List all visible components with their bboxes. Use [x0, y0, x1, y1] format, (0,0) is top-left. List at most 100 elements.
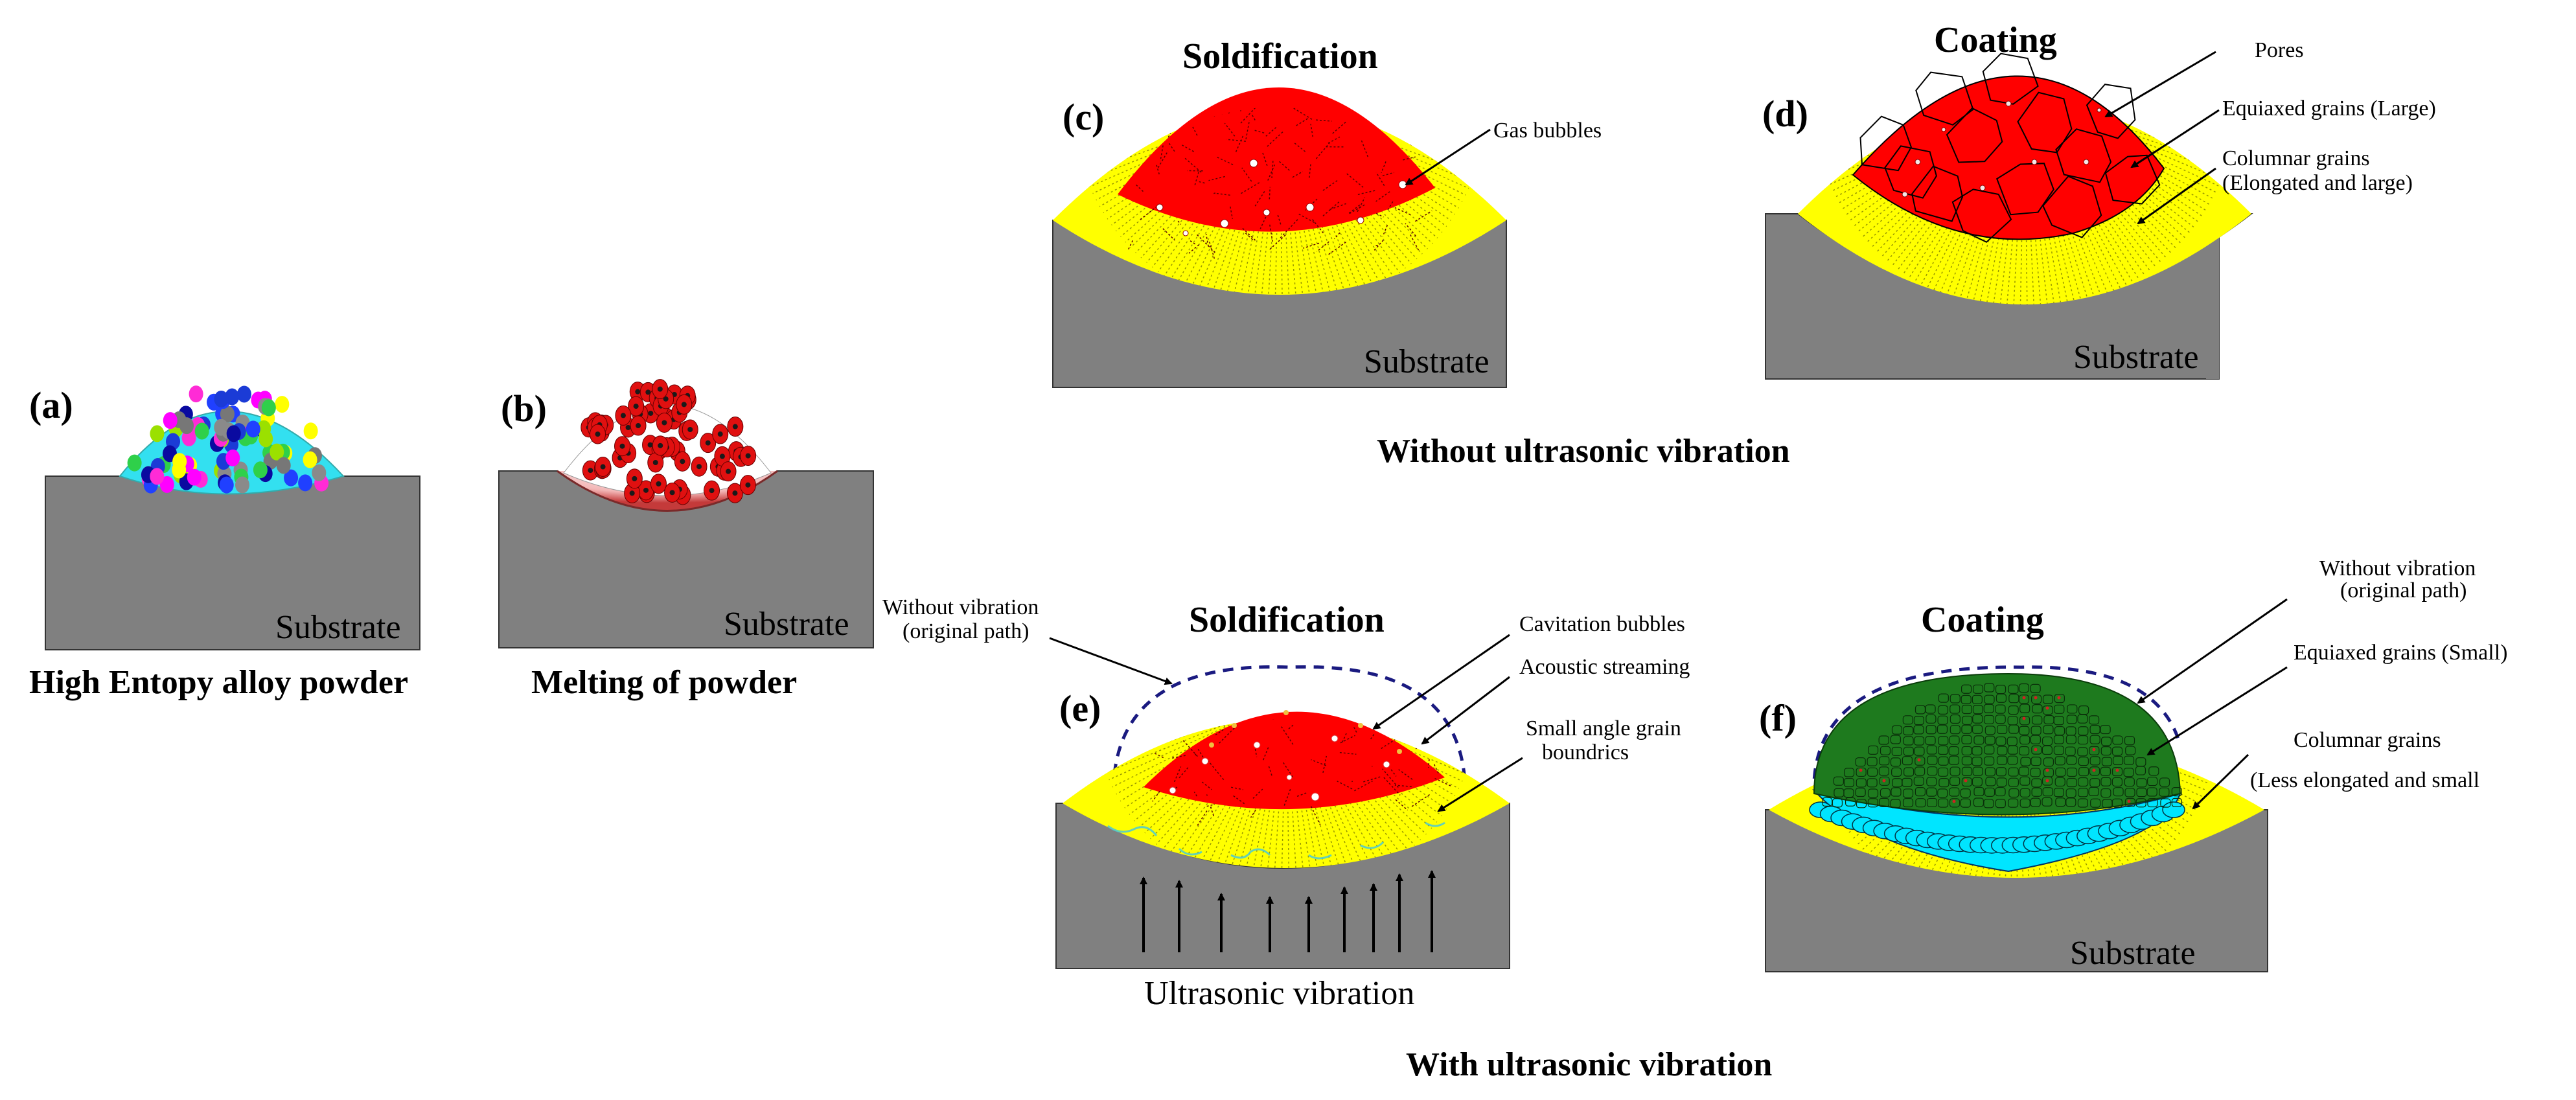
small-grain-cell	[2146, 787, 2157, 797]
small-grain-cell	[1867, 788, 1879, 798]
small-grain-cell	[2100, 746, 2111, 756]
small-grain-cell	[2077, 735, 2089, 745]
small-grain-cell	[1972, 766, 1983, 776]
small-grain-cell	[2053, 735, 2065, 744]
small-grain-cell	[1949, 798, 1961, 808]
large-grain-cell	[2042, 176, 2102, 238]
powder-particle	[189, 385, 203, 403]
small-grain-cell	[1983, 704, 1994, 713]
melt-particle-core	[719, 453, 725, 459]
small-grain-cell	[2065, 788, 2076, 798]
small-grain-cell	[1961, 694, 1972, 704]
powder-particle	[284, 469, 299, 487]
small-grain-cell	[2088, 786, 2099, 796]
substrate-right-d	[2206, 214, 2219, 379]
small-grain-cell	[2078, 788, 2089, 797]
small-grain-cell	[1926, 745, 1937, 755]
small-grain-cell	[2032, 704, 2043, 714]
small-grain-cell	[2078, 726, 2089, 736]
small-grain-cell	[1867, 767, 1878, 777]
small-grain-cell	[1913, 716, 1924, 726]
small-grain-cell	[1914, 746, 1925, 756]
panel-d-title: Coating	[1934, 20, 2057, 60]
small-grain-cell	[1962, 715, 1973, 726]
small-grain-cell	[1925, 704, 1936, 714]
small-grain-cell	[2043, 725, 2054, 735]
small-grain-cell	[1961, 766, 1973, 776]
small-grain-cell	[1938, 745, 1949, 755]
small-grain-cell	[1973, 735, 1984, 745]
small-grain-cell	[2123, 755, 2135, 765]
residual-melt-dot	[2057, 696, 2061, 700]
small-grain-cell	[1938, 778, 1949, 788]
residual-melt-dot	[2127, 799, 2131, 803]
small-grain-cell	[2171, 786, 2182, 797]
melt-core-c	[1118, 87, 1435, 232]
melt-particle-core	[652, 459, 658, 465]
small-grain-cell	[2077, 798, 2088, 808]
melt-particle-core	[732, 424, 738, 430]
small-grain-cell	[2030, 735, 2041, 744]
small-grain-cell	[1948, 746, 1959, 756]
small-grain-cell	[1902, 788, 1914, 798]
small-grain-cell	[1972, 777, 1983, 786]
small-grain-cell	[2100, 777, 2111, 786]
small-grain-cell	[1890, 757, 1902, 767]
powder-particle	[270, 443, 284, 461]
small-grain-cell	[1926, 777, 1937, 786]
small-grain-cell	[1938, 736, 1949, 746]
small-grain-cell	[2147, 797, 2158, 808]
original-path-f	[1812, 665, 2182, 797]
small-grain-cell	[1995, 704, 2006, 714]
small-grain-cell	[1983, 715, 1995, 724]
small-grain-cell	[2112, 735, 2123, 745]
small-grain-cell	[1995, 786, 2006, 797]
small-grain-cell	[1949, 776, 1961, 786]
small-grain-cell	[1996, 755, 2008, 765]
small-grain-cell	[2078, 777, 2089, 787]
small-grain-cell	[1995, 799, 2006, 808]
small-grain-cell	[2125, 746, 2136, 755]
small-grain-cell	[2124, 777, 2135, 787]
melt-particle-core	[588, 468, 593, 474]
small-grain-cell	[1902, 715, 1913, 725]
equiaxed-small-annotation: Equiaxed grains (Small)	[2294, 641, 2507, 665]
small-grain-cell	[1961, 777, 1973, 787]
large-grain-cell	[1951, 189, 2012, 243]
small-grain-cell	[2019, 726, 2030, 735]
melt-particle-core	[629, 490, 635, 496]
powder-particle	[312, 464, 327, 481]
powder-particle	[261, 399, 276, 417]
small-grain-cell	[2053, 746, 2064, 755]
cavitation-bubbles	[1169, 735, 1390, 801]
small-grain-cell	[1856, 767, 1867, 777]
small-grain-cell	[2041, 797, 2053, 807]
residual-melt-dot	[2092, 768, 2096, 772]
small-grain-cell	[1903, 726, 1914, 736]
equiaxed-annotation: Equiaxed grains (Large)	[2222, 97, 2436, 120]
large-grain-cell	[2104, 154, 2161, 205]
small-grain-cell	[1879, 756, 1890, 766]
residual-melt-dot	[2022, 716, 2026, 720]
small-grain-cell	[1972, 684, 1984, 694]
panel-b: (b) Substrate Melting of powder	[498, 379, 874, 701]
small-grain-cell	[1878, 735, 1889, 745]
small-grain-cell	[1903, 767, 1915, 777]
interlayer-cell	[2162, 801, 2185, 818]
columnar-small-annotation-line2: (Less elongated and small	[2250, 768, 2479, 792]
small-grain-cell	[2054, 756, 2065, 766]
small-grain-cell	[1961, 746, 1972, 756]
caption-with-vibration: With ultrasonic vibration	[1406, 1046, 1772, 1083]
large-grain-cell	[1915, 71, 1974, 126]
small-grain-cell	[1995, 715, 2006, 724]
large-grain-cell	[1911, 165, 1964, 222]
small-grain-cell	[2159, 787, 2170, 797]
small-grain-cell	[1890, 735, 1901, 744]
small-grain-cell	[1914, 736, 1925, 746]
residual-melt-dot	[2022, 696, 2026, 700]
powder-particle	[150, 468, 165, 485]
small-grain-cell	[2088, 715, 2100, 725]
without-vibration-annotation-f-line2: (original path)	[2340, 579, 2467, 602]
substrate-label-f: Substrate	[2070, 935, 2196, 972]
residual-melt-dot	[2045, 779, 2049, 783]
